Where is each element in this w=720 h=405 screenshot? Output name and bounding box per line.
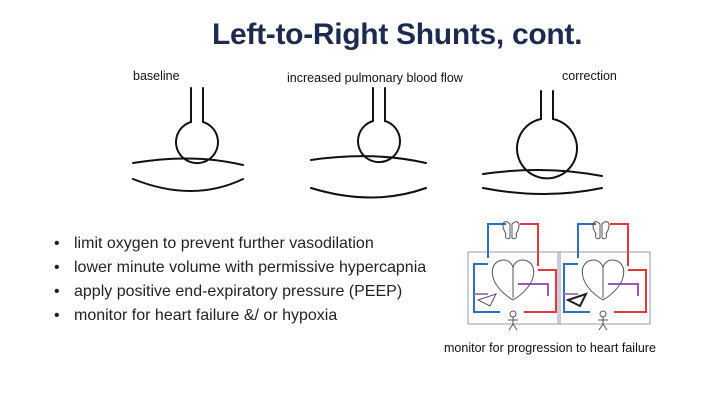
- heart-figure-caption: monitor for progression to heart failure: [444, 341, 656, 355]
- bullet-text: lower minute volume with permissive hype…: [74, 259, 427, 276]
- systemic-venous-line: [563, 263, 590, 313]
- circulation-frame: [467, 251, 561, 325]
- person-head-icon: [599, 310, 607, 318]
- capillary-bottom-wall: [310, 187, 427, 199]
- capillary-top-wall: [310, 155, 427, 164]
- capillary-top-wall: [482, 168, 603, 177]
- alveolus-sac: [175, 121, 219, 165]
- management-bullet-list: • limit oxygen to prevent further vasodil…: [54, 232, 426, 328]
- slide-title: Left-to-Right Shunts, cont.: [212, 18, 583, 51]
- venous-return-line: [487, 223, 506, 258]
- panel-label-baseline: baseline: [133, 69, 180, 83]
- list-item: • lower minute volume with permissive hyp…: [54, 256, 426, 280]
- bullet-dot: •: [54, 235, 60, 252]
- bullet-text: monitor for heart failure &/ or hypoxia: [74, 307, 338, 324]
- capillary-bottom-wall: [132, 178, 244, 192]
- lung-left-icon: [502, 221, 511, 240]
- person-body-icon: [508, 317, 518, 331]
- panel-label-increased-flow: increased pulmonary blood flow: [287, 71, 463, 85]
- lung-left-icon: [592, 221, 601, 240]
- lung-right-icon: [511, 221, 520, 240]
- list-item: • apply positive end-expiratory pressure …: [54, 280, 426, 304]
- alveolus-sac: [516, 118, 578, 180]
- person-head-icon: [509, 310, 517, 318]
- bullet-dot: •: [54, 283, 60, 300]
- circulation-frame: [557, 251, 651, 325]
- capillary-bottom-wall: [482, 187, 603, 195]
- systemic-venous-line: [473, 263, 500, 313]
- alveolus-diagram-baseline: [132, 87, 244, 192]
- shunt-line: [608, 283, 639, 296]
- ventilator-triangle-icon: [476, 293, 497, 307]
- alveolus-diagram-correction: [482, 90, 603, 195]
- pulmonary-artery-line: [610, 223, 629, 266]
- shunt-line: [518, 283, 549, 296]
- circulation-diagram-right: [557, 221, 651, 331]
- circulation-diagram-left: [467, 221, 561, 331]
- panel-label-correction: correction: [562, 69, 617, 83]
- alveolus-sac: [357, 120, 401, 164]
- capillary-top-wall: [132, 157, 244, 166]
- person-body-icon: [598, 317, 608, 331]
- bullet-text: apply positive end-expiratory pressure (…: [74, 283, 403, 300]
- lung-right-icon: [601, 221, 610, 240]
- systemic-arterial-line: [614, 269, 647, 313]
- systemic-arterial-line: [524, 269, 557, 313]
- list-item: • monitor for heart failure &/ or hypoxia: [54, 304, 426, 328]
- alveolus-diagram-increased-flow: [310, 87, 427, 199]
- pulmonary-artery-line: [520, 223, 539, 266]
- bullet-dot: •: [54, 307, 60, 324]
- ventilator-triangle-icon: [565, 292, 588, 308]
- bullet-text: limit oxygen to prevent further vasodila…: [74, 235, 374, 252]
- bullet-dot: •: [54, 259, 60, 276]
- list-item: • limit oxygen to prevent further vasodil…: [54, 232, 426, 256]
- venous-return-line: [577, 223, 596, 258]
